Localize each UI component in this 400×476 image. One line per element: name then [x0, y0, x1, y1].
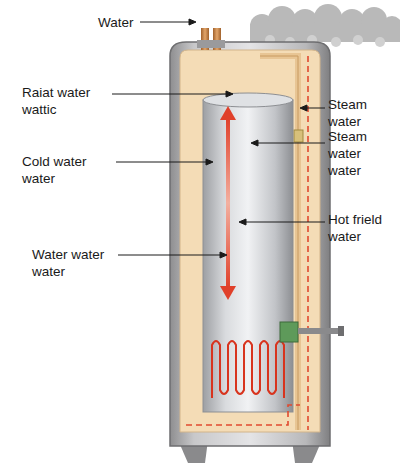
callout-label: Cold water water — [22, 153, 112, 187]
callout-label: Steam water water — [328, 128, 374, 179]
callout-label: Water water water — [32, 246, 124, 280]
callout-label: Steam water — [328, 96, 388, 130]
steam-cloud — [250, 4, 400, 47]
leader-lines — [112, 19, 325, 258]
callout-label: Raiat water wattic — [22, 84, 110, 118]
callout-label: Water — [98, 14, 158, 31]
callout-label: Hot frield water — [328, 211, 400, 245]
